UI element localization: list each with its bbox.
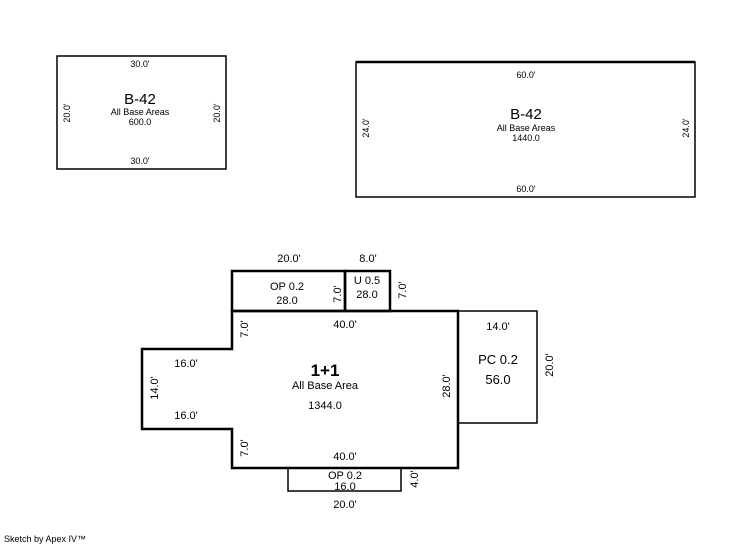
dim-label: 7.0' (239, 439, 251, 456)
area-value: 1344.0 (308, 400, 342, 412)
dim-label: 20.0' (212, 103, 222, 123)
dim-label: 7.0' (332, 285, 344, 302)
op-bottom-outline (287, 467, 402, 492)
area-subtitle: All Base Area (292, 380, 359, 392)
dim-label: 24.0' (361, 118, 371, 138)
area-value: 1440.0 (512, 133, 540, 143)
dim-label: 30.0' (130, 59, 150, 69)
area-label: OP 0.2 (270, 281, 304, 293)
dim-label: 20.0' (333, 499, 357, 511)
dim-label: 20.0' (544, 353, 556, 377)
dim-label: 20.0' (277, 253, 301, 265)
area-value: 16.0 (334, 481, 355, 493)
area-title: B-42 (510, 106, 542, 123)
sketch-a-outline (56, 55, 227, 170)
pc-outline (457, 310, 538, 424)
area-value: 28.0 (356, 289, 377, 301)
area-title: B-42 (124, 91, 156, 108)
footer-credit: Sketch by Apex IV™ (4, 534, 87, 544)
dim-label: 7.0' (239, 320, 251, 337)
area-value: 56.0 (485, 372, 510, 387)
dim-label: 28.0' (441, 374, 453, 398)
dim-label: 4.0' (409, 470, 421, 487)
area-subtitle: All Base Areas (111, 107, 170, 117)
dim-label: 8.0' (359, 253, 376, 265)
area-label: U 0.5 (354, 275, 380, 287)
dim-label: 16.0' (174, 358, 198, 370)
dim-label: 24.0' (681, 118, 691, 138)
dim-label: 16.0' (174, 410, 198, 422)
u-outline (343, 269, 392, 313)
area-label: OP 0.2 (328, 470, 362, 482)
dim-label: 20.0' (62, 103, 72, 123)
area-title: 1+1 (311, 361, 340, 380)
dim-label: 14.0' (149, 376, 161, 400)
dim-label: 40.0' (333, 451, 357, 463)
dim-label: 40.0' (333, 319, 357, 331)
dim-label: 30.0' (130, 156, 150, 166)
dim-label: 14.0' (486, 321, 510, 333)
area-subtitle: All Base Areas (497, 123, 556, 133)
area-value: 28.0 (276, 295, 297, 307)
dim-label: 7.0' (397, 281, 409, 298)
dim-label: 60.0' (516, 70, 536, 80)
dim-label: 60.0' (516, 184, 536, 194)
area-label: PC 0.2 (478, 352, 518, 367)
area-value: 600.0 (129, 117, 152, 127)
